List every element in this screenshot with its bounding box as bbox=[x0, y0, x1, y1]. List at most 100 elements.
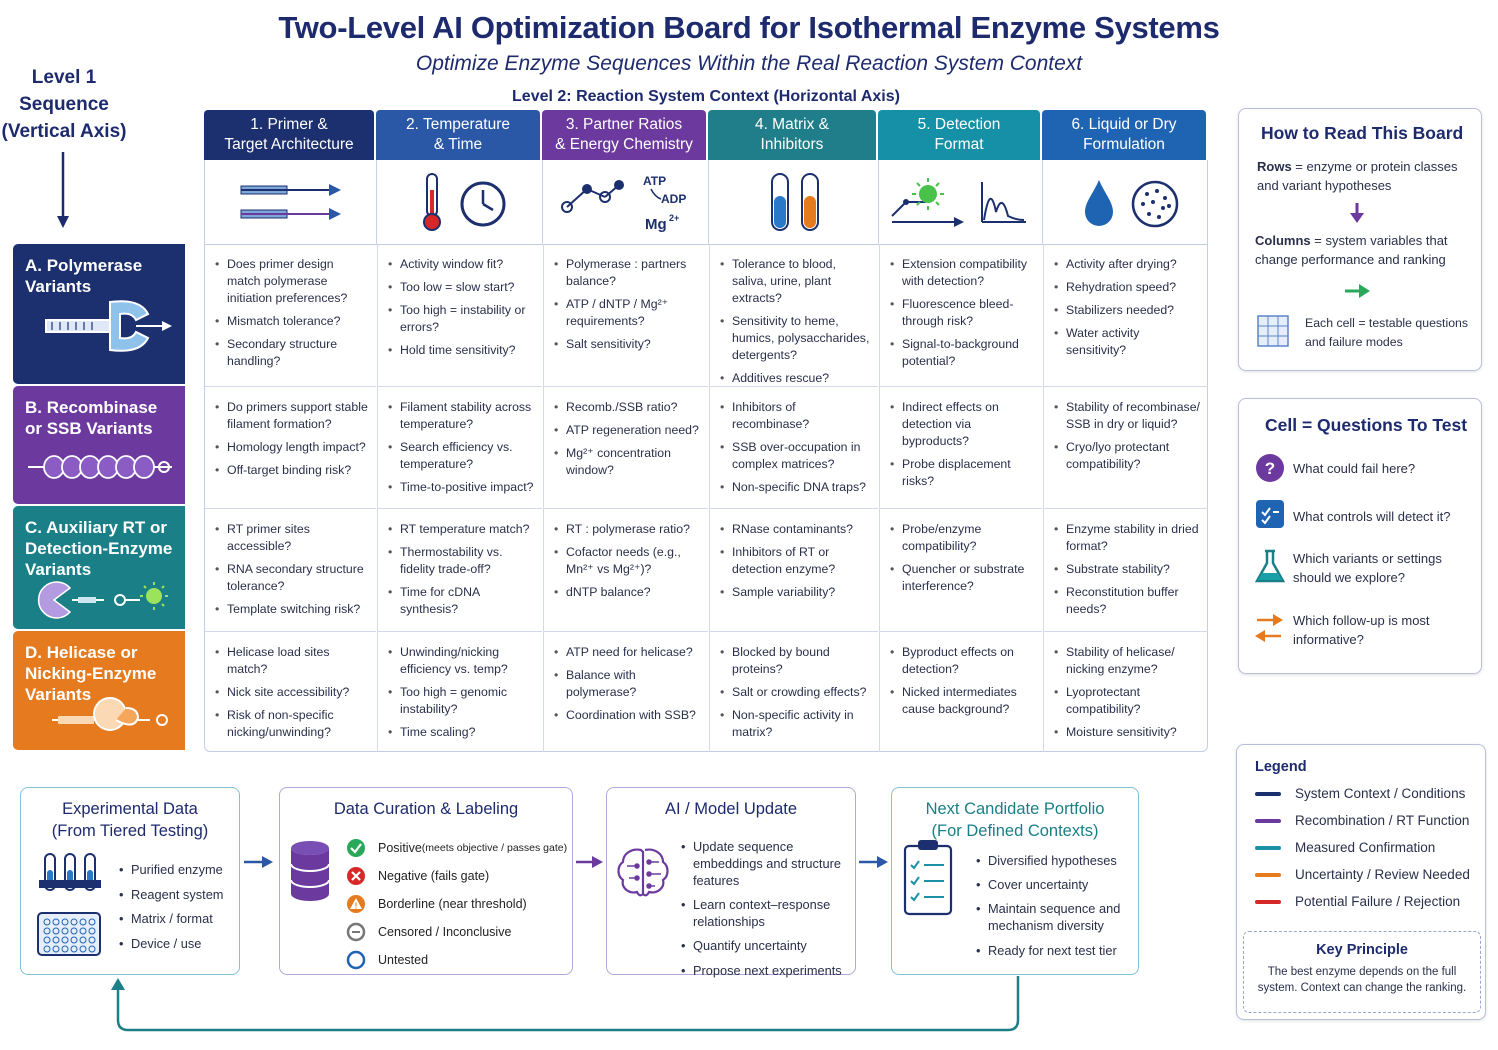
cell-question-item: Non-specific DNA traps? bbox=[720, 479, 872, 496]
cell-question-item: Cryo/lyo protectant compatibility? bbox=[1054, 439, 1202, 473]
cell-question-item: Enzyme stability in dried format? bbox=[1054, 521, 1202, 555]
cur-title: Data Curation & Labeling bbox=[333, 800, 519, 818]
drop-dry-pellet-icon bbox=[1042, 160, 1208, 244]
label-row-negative: Negative (fails gate) bbox=[346, 862, 572, 890]
level1-line: Sequence bbox=[19, 94, 109, 115]
row-label-line: Detection-Enzyme bbox=[25, 539, 173, 558]
cell-question-item: Time scaling? bbox=[388, 724, 536, 741]
cell-d1: Helicase load sites match?Nick site acce… bbox=[205, 631, 376, 752]
cell-question-item: Too high = instability or errors? bbox=[388, 302, 536, 336]
primer-target-icon bbox=[204, 160, 376, 244]
mg-charge-text: 2+ bbox=[669, 213, 679, 223]
check-icon bbox=[347, 839, 365, 857]
label-list: Positive (meets objective / passes gate)… bbox=[346, 834, 572, 974]
cell-question-item: Probe displacement risks? bbox=[890, 456, 1036, 490]
exp-item: Purified enzyme bbox=[119, 858, 223, 883]
cell-question-item: Unwinding/nicking efficiency vs. temp? bbox=[388, 644, 536, 678]
cell-questions-box: Cell = Questions To Test ? What could fa… bbox=[1238, 398, 1482, 674]
row-label-line: B. Recombinase bbox=[25, 398, 158, 417]
question-icon: ? bbox=[1256, 454, 1284, 482]
row-label-line: or SSB Variants bbox=[25, 419, 153, 438]
legend-item: System Context / Conditions bbox=[1255, 780, 1485, 807]
columns-explanation: Columns = system variables that change p… bbox=[1255, 231, 1477, 269]
cell-question-item: Salt or crowding effects? bbox=[720, 684, 872, 701]
cell-question-item: Indirect effects on detection via byprod… bbox=[890, 399, 1036, 450]
cell-question-item: ATP need for helicase? bbox=[554, 644, 702, 661]
ai-item: Learn context–response relationships bbox=[681, 896, 855, 930]
cell-d3: ATP need for helicase? Balance with polym… bbox=[543, 631, 708, 752]
cell-question-item: Filament stability across temperature? bbox=[388, 399, 536, 433]
label-negative: Negative (fails gate) bbox=[378, 869, 490, 883]
cell-b6: Stability of recombinase/ SSB in dry or … bbox=[1043, 386, 1208, 508]
empty-circle-icon bbox=[346, 950, 366, 970]
cols-bold: Columns bbox=[1255, 233, 1311, 248]
next-item: Cover uncertainty bbox=[976, 876, 1138, 893]
cell-b4: Inhibitors of recombinase?SSB over-occup… bbox=[709, 386, 878, 508]
cell-question: What could fail here? bbox=[1293, 461, 1416, 476]
x-icon bbox=[347, 867, 365, 885]
cell-question-item: SSB over-occupation in complex matrices? bbox=[720, 439, 872, 473]
cell-explanation: Each cell = testable questions and failu… bbox=[1305, 316, 1469, 349]
mg-text: Mg bbox=[645, 216, 667, 233]
cell-question-item: Coordination with SSB? bbox=[554, 707, 702, 724]
next-title: Next Candidate Portfolio bbox=[925, 800, 1105, 818]
detection-signal-icon bbox=[878, 160, 1042, 244]
pacman-detection-icon bbox=[37, 581, 168, 619]
cell-question-item: Off-target binding risk? bbox=[215, 462, 370, 479]
cell-question-item: Extension compatibility with detection? bbox=[890, 256, 1036, 290]
legend-swatch bbox=[1255, 899, 1281, 904]
cell-question-item: Nick site accessibility? bbox=[215, 684, 370, 701]
atp-adp-mg-icon: ATP ADP Mg 2+ bbox=[542, 160, 708, 244]
cell-question-item: Stability of helicase/ nicking enzyme? bbox=[1054, 644, 1202, 678]
level2-axis-label: Level 2: Reaction System Context (Horizo… bbox=[512, 88, 900, 105]
label-row-censored: Censored / Inconclusive bbox=[346, 918, 572, 946]
cell-question-item: Additives rescue? bbox=[720, 370, 872, 387]
cell-question: Which follow-up is most informative? bbox=[1293, 613, 1430, 647]
helicase-icon bbox=[52, 697, 168, 731]
column-header-line: 5. Detection bbox=[917, 116, 1001, 133]
label-untested: Untested bbox=[378, 953, 429, 967]
cell-question-item: Does primer design match polymerase init… bbox=[215, 256, 370, 307]
cell-d5: Byproduct effects on detection?Nicked in… bbox=[879, 631, 1042, 752]
column-header-line: 2. Temperature bbox=[406, 116, 510, 133]
label-row-borderline: ! Borderline (near threshold) bbox=[346, 890, 572, 918]
cell-question-item: Balance with polymerase? bbox=[554, 667, 702, 701]
cell-question-item: Cofactor needs (e.g., Mn²⁺ vs Mg²⁺)? bbox=[554, 544, 702, 578]
checklist-icon bbox=[1256, 500, 1284, 528]
label-positive: Positive bbox=[378, 841, 422, 855]
cell-c1: RT primer sites accessible?RNA secondary… bbox=[205, 508, 376, 631]
brain-icon bbox=[617, 848, 669, 897]
cell-question-item: ATP regeneration need? bbox=[554, 422, 702, 439]
polymerase-icon bbox=[45, 300, 172, 352]
row-label-line: Variants bbox=[25, 560, 92, 579]
cell-question-item: Moisture sensitivity? bbox=[1054, 724, 1202, 741]
ai-title: AI / Model Update bbox=[664, 800, 798, 818]
cell-b3: Recomb./SSB ratio?ATP regeneration need?… bbox=[543, 386, 708, 508]
cell-question-item: Inhibitors of RT or detection enzyme? bbox=[720, 544, 872, 578]
column-header-2: 2. Temperature & Time bbox=[376, 110, 540, 160]
exp-title: Experimental Data bbox=[62, 800, 198, 818]
cell-question-item: Fluorescence bleed-through risk? bbox=[890, 296, 1036, 330]
cell-question-item: Lyoprotectant compatibility? bbox=[1054, 684, 1202, 718]
swap-arrows-icon bbox=[1255, 614, 1283, 642]
column-header-line: Target Architecture bbox=[224, 136, 354, 153]
cell-question-item: Do primers support stable filament forma… bbox=[215, 399, 370, 433]
ai-items: Update sequence embeddings and structure… bbox=[681, 838, 855, 979]
cell-question-item: Quencher or substrate interference? bbox=[890, 561, 1036, 595]
exp-item: Reagent system bbox=[119, 883, 223, 908]
column-header-line: & Time bbox=[433, 136, 483, 153]
row-label-line: D. Helicase or bbox=[25, 643, 138, 662]
grid-icon bbox=[1257, 315, 1289, 347]
column-header-line: Formulation bbox=[1083, 136, 1165, 153]
cell-question-item: RT primer sites accessible? bbox=[215, 521, 370, 555]
row-label-d: D. Helicase or Nicking-Enzyme Variants bbox=[13, 631, 185, 750]
column-header-line: & Energy Chemistry bbox=[555, 136, 693, 153]
level1-line: (Vertical Axis) bbox=[1, 121, 127, 142]
cell-question-item: Mg²⁺ concentration window? bbox=[554, 445, 702, 479]
row-label-line: Nicking-Enzyme bbox=[25, 664, 157, 683]
next-items: Diversified hypotheses Cover uncertainty… bbox=[976, 852, 1138, 959]
cell-a6: Activity after drying?Rehydration speed?… bbox=[1043, 244, 1208, 386]
